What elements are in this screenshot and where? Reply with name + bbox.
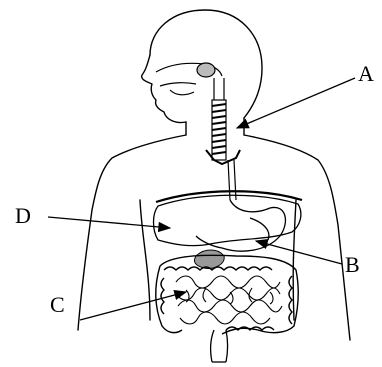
pointer-b (256, 241, 342, 264)
oesophagus (206, 100, 240, 200)
small-intestine (176, 276, 282, 324)
label-c: C (50, 294, 65, 316)
label-d: D (15, 205, 31, 227)
label-a: A (358, 63, 374, 85)
liver (154, 191, 303, 245)
pointer-c (80, 292, 186, 320)
pancreas (194, 250, 224, 268)
label-b: B (345, 254, 360, 276)
stomach (196, 200, 285, 251)
pointer-a (237, 78, 355, 128)
pointer-d (48, 217, 170, 228)
rectum (211, 330, 228, 362)
body-outline (78, 10, 350, 340)
